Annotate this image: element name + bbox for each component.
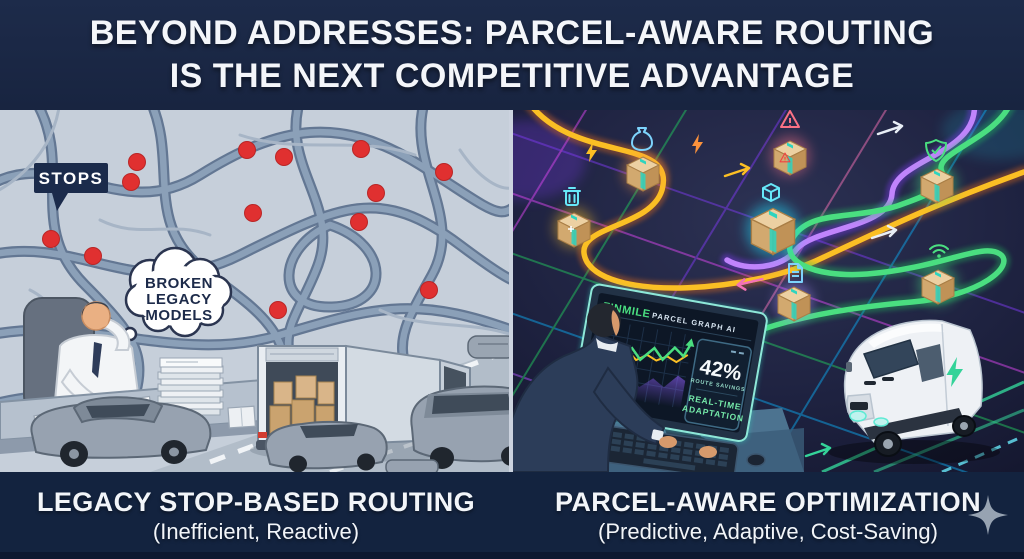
left-caption-sub: (Inefficient, Reactive) [152, 518, 360, 544]
right-caption-heading: PARCEL-AWARE OPTIMIZATION [555, 486, 981, 517]
title-line-1: BEYOND ADDRESSES: PARCEL-AWARE ROUTING [89, 14, 935, 52]
parcel [777, 286, 811, 322]
legacy-map-panel: STOPS [0, 110, 512, 472]
stop-dot [352, 140, 370, 158]
left-caption-heading: LEGACY STOP-BASED ROUTING [36, 486, 476, 517]
right-caption: PARCEL-AWARE OPTIMIZATION (Predictive, A… [512, 472, 1024, 559]
traffic-car [385, 459, 439, 472]
optimized-map-panel: FINMILE PARCEL GRAPH AI [512, 110, 1024, 472]
traffic-car [467, 335, 512, 359]
parcel-nodes [554, 136, 958, 322]
thought-bubble: BROKEN LEGACY MODELS [114, 246, 233, 349]
delivery-van [828, 319, 1000, 464]
parcel [750, 207, 796, 256]
parcel [921, 269, 955, 305]
stop-dot [128, 153, 146, 171]
stat-panel: 42% ROUTE SAVINGS REAL-TIME ADAPTATION [681, 338, 752, 431]
title-line-2: IS THE NEXT COMPETITIVE ADVANTAGE [169, 57, 855, 95]
panel-divider [509, 110, 513, 472]
bubble-line-3: MODELS [145, 307, 212, 324]
stop-dot [269, 301, 287, 319]
stop-dot [122, 173, 140, 191]
stop-dot [42, 230, 60, 248]
caption-band: LEGACY STOP-BASED ROUTING (Inefficient, … [0, 472, 1024, 559]
sparkle-icon [968, 495, 1008, 535]
stop-dots [42, 140, 453, 319]
parcel [773, 140, 807, 176]
stop-dot [275, 148, 293, 166]
stop-dot [238, 141, 256, 159]
right-caption-sub: (Predictive, Adaptive, Cost-Saving) [598, 518, 938, 544]
stops-label: STOPS [39, 169, 104, 188]
analyst [512, 303, 717, 472]
legacy-map-scene: STOPS [0, 110, 512, 472]
parcel [557, 212, 591, 248]
stop-dot [420, 281, 438, 299]
stop-dot [350, 213, 368, 231]
medical-cross-icon [568, 226, 574, 232]
traffic-cars [30, 335, 512, 472]
parcel [626, 156, 660, 192]
left-caption: LEGACY STOP-BASED ROUTING (Inefficient, … [0, 472, 512, 559]
small-box [227, 405, 256, 429]
optimized-map-scene: FINMILE PARCEL GRAPH AI [512, 110, 1024, 472]
stop-dot [244, 204, 262, 222]
stop-dot [367, 184, 385, 202]
parcel [920, 168, 954, 204]
mouse [746, 453, 766, 467]
stops-pin: STOPS [34, 163, 108, 211]
stop-dot [435, 163, 453, 181]
traffic-car [30, 396, 212, 467]
bubble-line-1: BROKEN [145, 275, 213, 292]
stop-dot [84, 247, 102, 265]
workstation: FINMILE PARCEL GRAPH AI [512, 282, 804, 472]
bubble-line-2: LEGACY [146, 291, 212, 308]
title-banner: BEYOND ADDRESSES: PARCEL-AWARE ROUTING I… [0, 0, 1024, 110]
traffic-car [264, 420, 388, 472]
